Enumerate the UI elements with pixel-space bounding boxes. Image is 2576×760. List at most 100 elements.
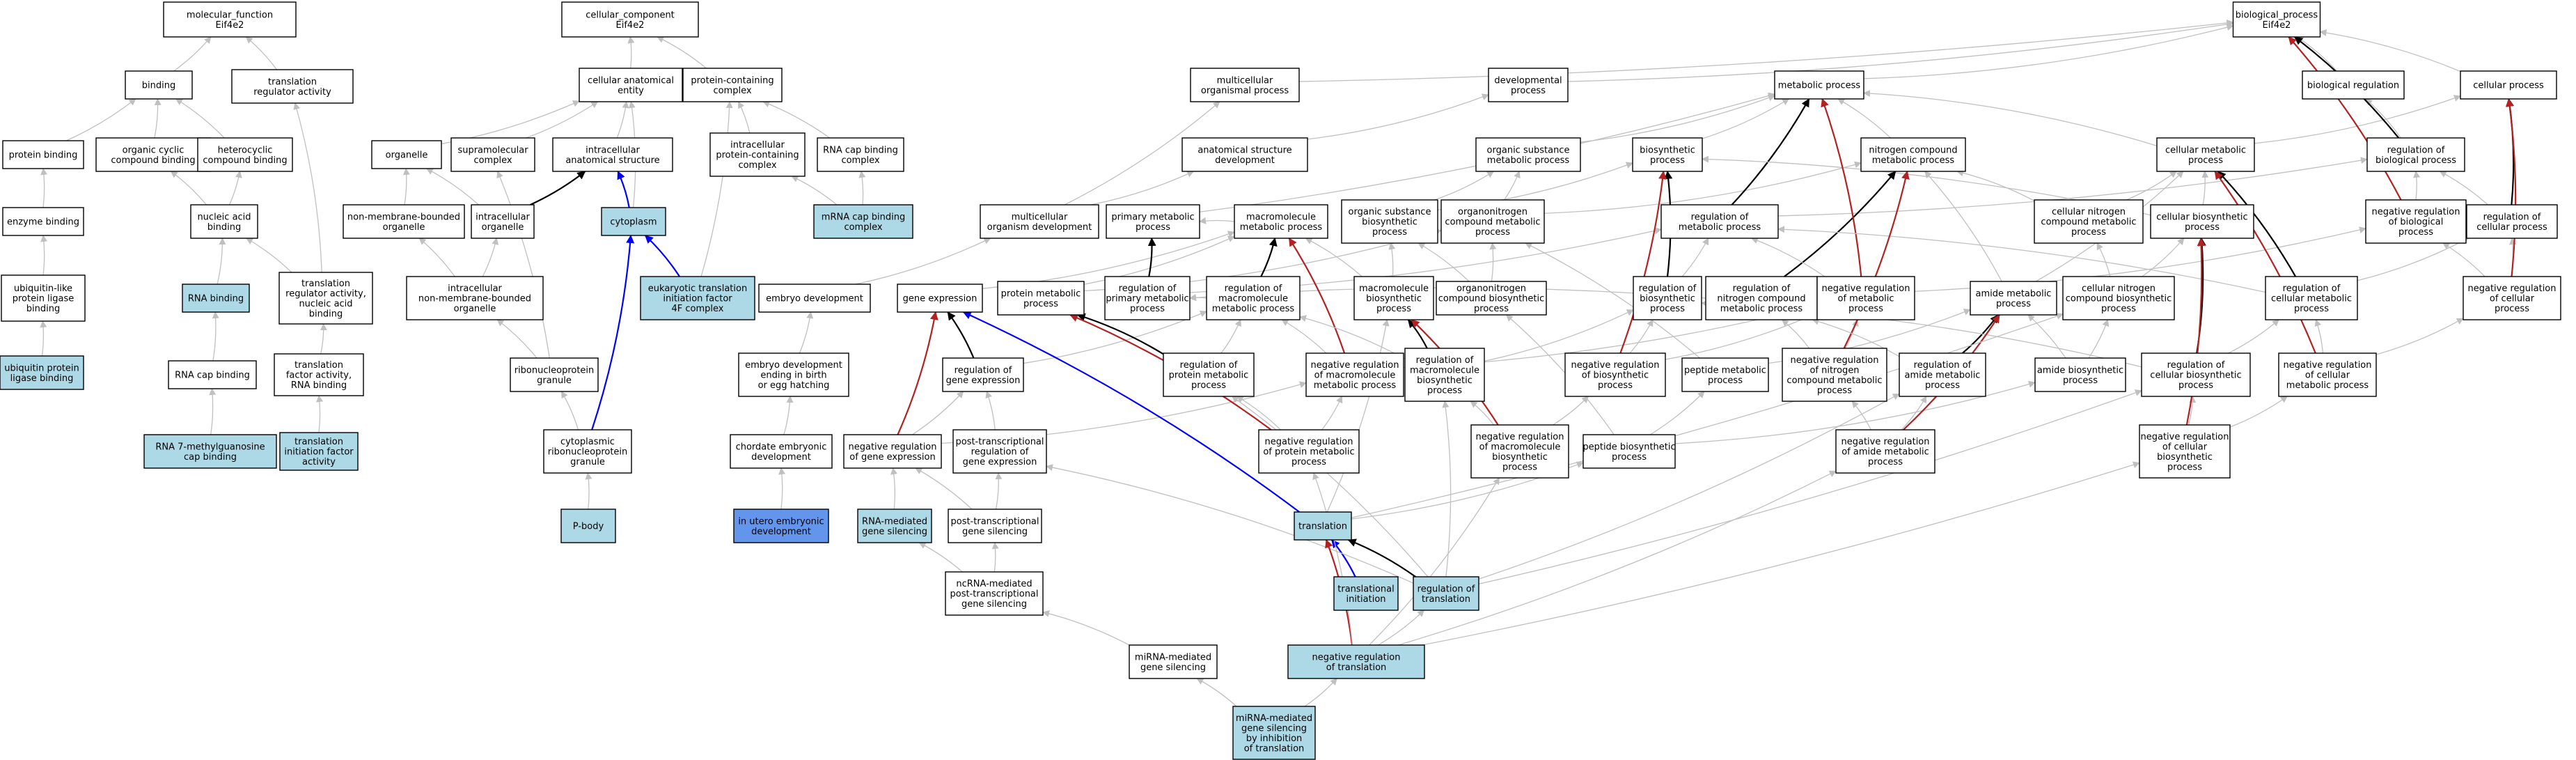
term-node-cellp[interactable]: cellular process — [2460, 70, 2557, 100]
term-node-protbind[interactable]: protein binding — [2, 140, 84, 169]
term-node-pbody[interactable]: P-body — [560, 509, 616, 543]
term-node-metab[interactable]: metabolic process — [1774, 70, 1864, 100]
term-node-bioreg[interactable]: biological regulation — [2302, 70, 2405, 100]
term-node-cytoplasm[interactable]: cytoplasm — [601, 207, 666, 236]
term-node-translation[interactable]: translation — [1294, 511, 1352, 541]
term-node-binding[interactable]: binding — [125, 70, 193, 100]
term-node-rnacapb[interactable]: RNA cap binding — [168, 360, 257, 389]
term-node-organelle[interactable]: organelle — [371, 140, 442, 169]
term-node-ge[interactable]: gene expression — [897, 284, 983, 313]
term-node-enzbind[interactable]: enzyme binding — [2, 207, 84, 236]
term-node-regmbp[interactable]: regulation ofmacromoleculebiosyntheticpr… — [1404, 348, 1485, 402]
term-node-rnabind[interactable]: RNA binding — [182, 284, 250, 313]
term-node-inmbo[interactable]: intracellularnon-membrane-boundedorganel… — [406, 276, 544, 320]
term-box — [543, 429, 632, 474]
term-node-ed[interactable]: embryo development — [758, 284, 871, 313]
